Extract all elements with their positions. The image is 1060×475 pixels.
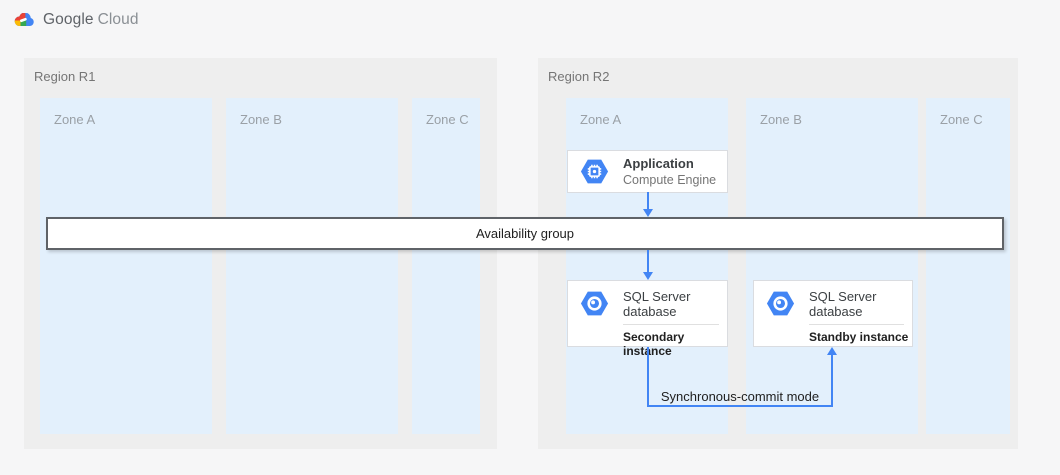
zone-label: Zone B <box>240 112 282 127</box>
sync-connector-arrowhead <box>827 347 837 355</box>
cloud-sql-icon <box>765 288 796 319</box>
sync-connector-up-segment <box>831 353 833 405</box>
sql-secondary-title: SQL Server database <box>623 288 691 319</box>
cloud-sql-icon <box>579 288 610 319</box>
arrow-group-to-sql-head <box>643 272 653 280</box>
sync-connector-horizontal-segment <box>647 405 833 407</box>
region-r1-zone-a: Zone A <box>40 98 212 434</box>
application-subtitle: Compute Engine <box>623 172 717 187</box>
region-r2-label: Region R2 <box>548 69 610 84</box>
sql-standby-header: SQL Server database <box>754 281 912 320</box>
region-r1-zone-c: Zone C <box>412 98 480 434</box>
zone-label: Zone C <box>426 112 469 127</box>
arrow-app-to-group-line <box>647 192 649 210</box>
availability-group-label: Availability group <box>475 226 575 241</box>
compute-engine-icon <box>579 156 610 187</box>
sql-secondary-role: Secondary instance <box>623 330 685 358</box>
application-node: Application Compute Engine <box>567 150 728 193</box>
sql-standby-node: SQL Server database Standby instance <box>753 280 913 347</box>
logo-word-google: Google <box>43 11 94 28</box>
zone-label: Zone B <box>760 112 802 127</box>
sync-connector-down-segment <box>647 347 649 407</box>
logo-word-cloud: Cloud <box>97 11 139 28</box>
region-r1-label: Region R1 <box>34 69 96 84</box>
region-r1-zone-b: Zone B <box>226 98 398 434</box>
google-cloud-icon <box>14 12 35 28</box>
zone-label: Zone A <box>54 112 96 127</box>
sql-secondary-node: SQL Server database Secondary instance <box>567 280 728 358</box>
application-node-text: Application Compute Engine <box>623 156 716 188</box>
zone-label: Zone C <box>940 112 983 127</box>
sql-standby-role: Standby instance <box>809 330 909 344</box>
sql-secondary-header: SQL Server database <box>568 281 727 320</box>
sql-standby-title: SQL Server database <box>809 288 877 319</box>
availability-group-band: Availability group <box>46 217 1004 250</box>
sync-commit-label: Synchronous-commit mode <box>660 389 820 404</box>
divider <box>623 324 719 325</box>
region-r2-zone-c: Zone C <box>926 98 1010 434</box>
arrow-app-to-group-head <box>643 209 653 217</box>
divider <box>809 324 904 325</box>
region-r1: Region R1 Zone A Zone B Zone C <box>24 58 497 449</box>
arrow-group-to-sql-line <box>647 250 649 273</box>
zone-label: Zone A <box>580 112 622 127</box>
application-title: Application <box>623 155 694 171</box>
